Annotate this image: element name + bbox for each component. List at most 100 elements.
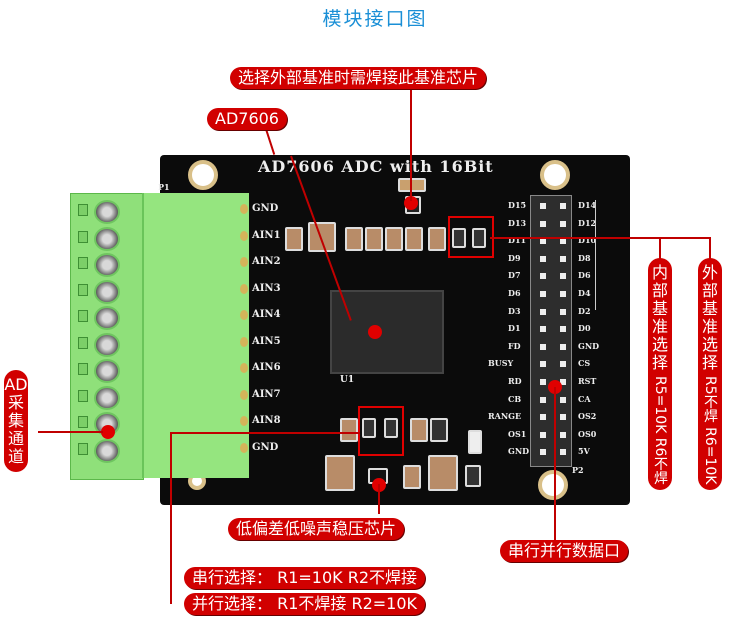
terminal-screw[interactable] <box>94 253 120 277</box>
resistor-r2 <box>362 418 376 438</box>
header-pin <box>540 255 546 262</box>
pin-label: GND <box>252 441 279 453</box>
header-pin-label-left: D1 <box>508 323 521 334</box>
leader-internal <box>659 237 661 259</box>
terminal-tab <box>78 336 88 349</box>
header-pin <box>540 203 546 209</box>
header-pin-label-right: D8 <box>578 252 591 263</box>
internal-ref-char: 部 <box>651 281 668 300</box>
capacitor-c2 <box>365 227 383 251</box>
solder-pin <box>240 257 248 267</box>
mount-hole-top-right <box>540 160 570 190</box>
header-pin-label-left: D15 <box>508 200 527 210</box>
header-pin <box>540 220 546 227</box>
capacitor-c11 <box>340 418 358 442</box>
capacitor-c9 <box>308 222 336 252</box>
external-ref-char: 外 <box>701 263 718 282</box>
header-pin-label-right: GND <box>578 340 600 351</box>
header-pin <box>540 343 546 350</box>
connector-label: P1 <box>158 182 170 192</box>
header-label: P2 <box>572 465 584 475</box>
terminal-tab <box>78 230 88 243</box>
external-ref-char: 准 <box>701 317 718 336</box>
header-pin <box>560 343 566 350</box>
header-pin-label-left: D11 <box>508 235 527 246</box>
marker-ref-chip <box>404 196 418 210</box>
highlight-r1-r2 <box>358 406 404 456</box>
internal-ref-char: 内 <box>651 263 668 282</box>
terminal-screw[interactable] <box>94 385 120 410</box>
leader-channel <box>38 431 103 433</box>
header-pin <box>560 220 566 227</box>
pin-label: AIN5 <box>252 335 281 347</box>
highlight-r5-r6 <box>448 216 494 258</box>
mount-hole-top-left <box>188 160 218 190</box>
ad-channels-char: 集 <box>7 411 24 430</box>
ad-channels-char: 采 <box>7 393 24 412</box>
terminal-tab <box>78 283 88 296</box>
capacitor-c1 <box>398 178 426 192</box>
header-pin <box>560 379 566 385</box>
header-pin-label-right: D12 <box>578 217 597 228</box>
internal-ref-char: R5=10K R6不焊 <box>652 376 668 485</box>
header-pin-label-left: GND <box>508 446 530 457</box>
terminal-block-body <box>142 193 249 478</box>
ad-channels-char: AD <box>4 375 28 394</box>
terminal-screw[interactable] <box>94 226 120 251</box>
header-bracket <box>595 200 596 310</box>
header-pin-label-left: D6 <box>508 288 521 298</box>
ad7606-chip <box>330 290 444 374</box>
header-pin <box>540 361 546 368</box>
chip-label: U1 <box>340 375 355 385</box>
pin-label: AIN8 <box>252 415 281 426</box>
resistor-r4 <box>465 465 481 487</box>
header-pin-label-left: RD <box>508 376 522 386</box>
pin-label: GND <box>252 203 279 214</box>
internal-ref-char: 择 <box>651 353 668 372</box>
capacitor-c6 <box>405 227 423 251</box>
header-pin-label-right: RST <box>578 376 597 386</box>
leader-rsel-h <box>170 432 360 434</box>
terminal-screw[interactable] <box>94 306 120 330</box>
header-pin <box>540 308 546 315</box>
capacitor-c13 <box>325 455 355 491</box>
solder-pin <box>240 442 248 453</box>
terminal-screw[interactable] <box>94 279 120 304</box>
header-pin <box>560 238 566 245</box>
internal-ref-char: 准 <box>651 317 668 336</box>
header-pin <box>560 291 566 297</box>
header-pin <box>560 203 566 209</box>
solder-pin <box>240 230 248 241</box>
terminal-screw[interactable] <box>94 200 120 224</box>
callout-ref-chip: 选择外部基准时需焊接此基准芯片 <box>230 67 487 89</box>
header-pin-label-left: FD <box>508 340 521 351</box>
header-pin-label-right: D6 <box>578 270 591 281</box>
pcb-silkscreen-title: AD7606 ADC with 16Bit <box>258 157 494 176</box>
header-pin <box>560 414 566 421</box>
header-pin <box>560 273 566 280</box>
pin-label: AIN4 <box>252 309 281 320</box>
header-pin-label-right: D4 <box>578 288 591 298</box>
header-pin <box>540 291 546 297</box>
external-ref-char: 基 <box>701 299 718 318</box>
terminal-screw[interactable] <box>94 332 120 357</box>
callout-parallel-select: 并行选择： R1不焊接 R2=10K <box>184 593 426 615</box>
solder-pin <box>240 283 248 294</box>
solder-pin <box>240 336 248 347</box>
solder-pin <box>240 389 248 400</box>
terminal-screw[interactable] <box>94 359 120 383</box>
mount-hole-bottom-right <box>538 470 568 500</box>
header-pin-label-left: D7 <box>508 270 521 281</box>
page-title: 模块接口图 <box>322 8 428 30</box>
pin-label: AIN1 <box>252 229 281 241</box>
ad-channels-char: 道 <box>7 447 24 466</box>
header-pin <box>540 238 546 245</box>
marker-channel <box>101 425 115 439</box>
terminal-screw[interactable] <box>94 438 120 463</box>
leader-ref-chip <box>410 86 412 201</box>
ad-channels-char: 通 <box>7 429 24 448</box>
header-pin-label-right: D14 <box>578 200 597 210</box>
